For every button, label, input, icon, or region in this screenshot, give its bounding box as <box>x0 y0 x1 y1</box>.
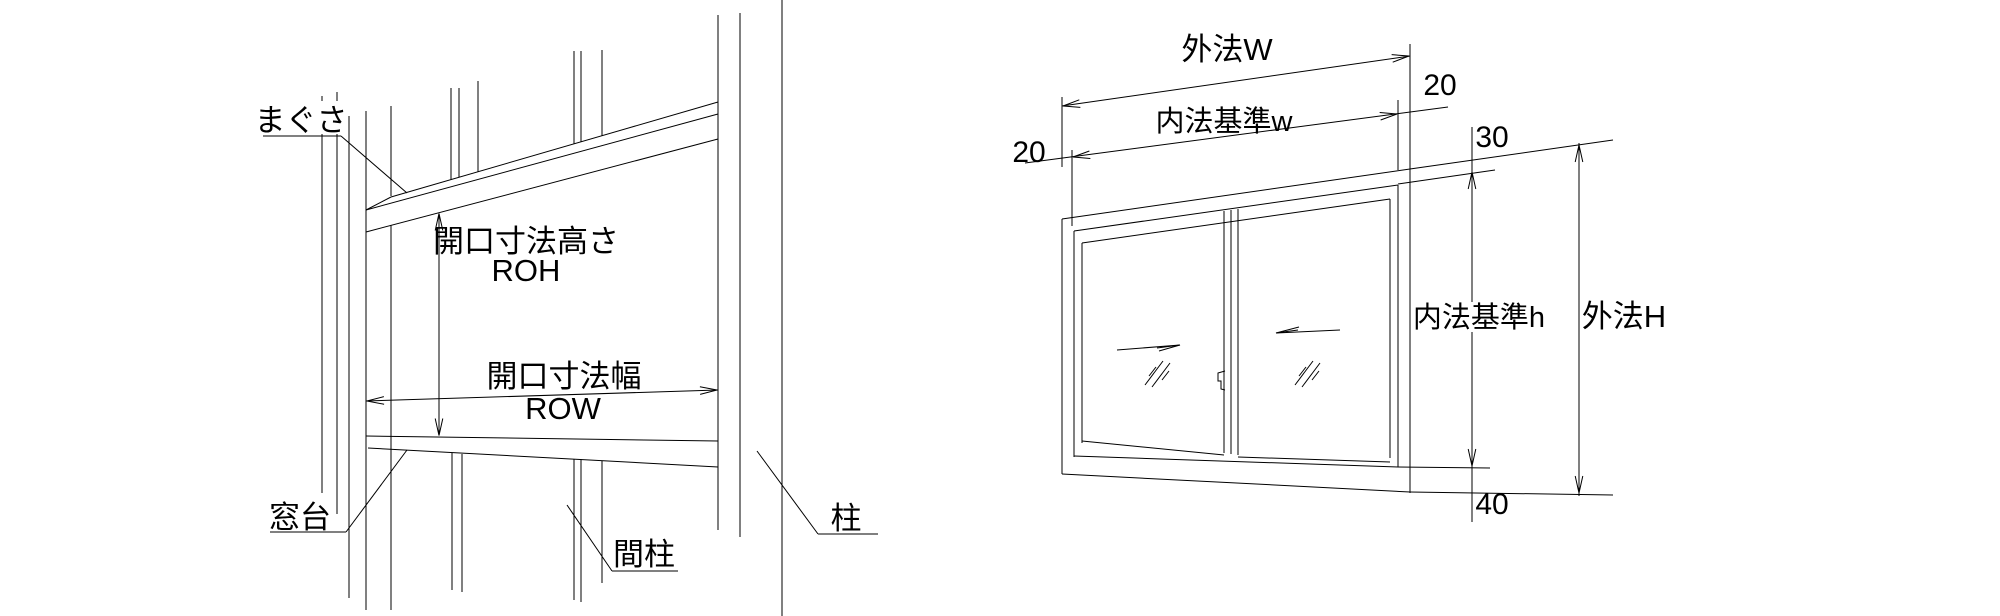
lintel-label: まぐさ <box>255 103 348 138</box>
lintel-label-mask <box>260 101 344 134</box>
offset-left-value: 20 <box>1012 136 1045 169</box>
opening-height-label: 開口寸法高さ <box>433 224 619 259</box>
left-glass-hatch <box>1144 360 1171 388</box>
sill-leader-line <box>270 449 408 533</box>
row-dimension <box>365 385 719 406</box>
offset-right-value: 20 <box>1423 69 1456 102</box>
stud-leader-line <box>566 504 678 572</box>
offset-top-value: 30 <box>1475 121 1508 154</box>
opening-width-code: ROW <box>525 391 602 426</box>
stud-lines <box>321 50 603 610</box>
window-frame <box>1061 44 1411 493</box>
sill-label: 窓台 <box>269 500 331 535</box>
offset-bottom-value: 40 <box>1475 488 1508 521</box>
lintel-beam <box>365 101 719 233</box>
inner-height-label-mask <box>1414 302 1544 332</box>
right-sash-slide-arrow <box>1275 326 1341 334</box>
roh-dimension <box>434 213 444 436</box>
post-label: 柱 <box>831 501 862 536</box>
outer-height-dimension <box>1574 143 1584 496</box>
inner-width-label: 内法基準w <box>1156 105 1294 138</box>
lintel-leader-line <box>263 135 408 194</box>
right-glass-hatch <box>1294 360 1321 388</box>
inner-width-dimension <box>1024 106 1449 164</box>
wall-framing-diagram <box>263 0 878 616</box>
outer-width-dimension <box>1061 51 1411 111</box>
outer-width-label: 外法W <box>1181 32 1273 67</box>
stud-label: 間柱 <box>613 537 675 572</box>
outer-height-label: 外法H <box>1582 299 1666 334</box>
sliding-window-diagram <box>1024 44 1614 522</box>
opening-width-label: 開口寸法幅 <box>487 359 642 394</box>
sash-handle <box>1217 370 1226 391</box>
extension-lines <box>1061 97 1614 496</box>
post-leader-line <box>756 450 878 535</box>
column-lines <box>717 0 783 616</box>
sill-beam <box>365 435 719 468</box>
left-sash-slide-arrow <box>1116 344 1181 352</box>
opening-height-code: ROH <box>492 253 561 288</box>
inner-height-label: 内法基準h <box>1413 301 1545 334</box>
sash-panels <box>1081 209 1391 463</box>
